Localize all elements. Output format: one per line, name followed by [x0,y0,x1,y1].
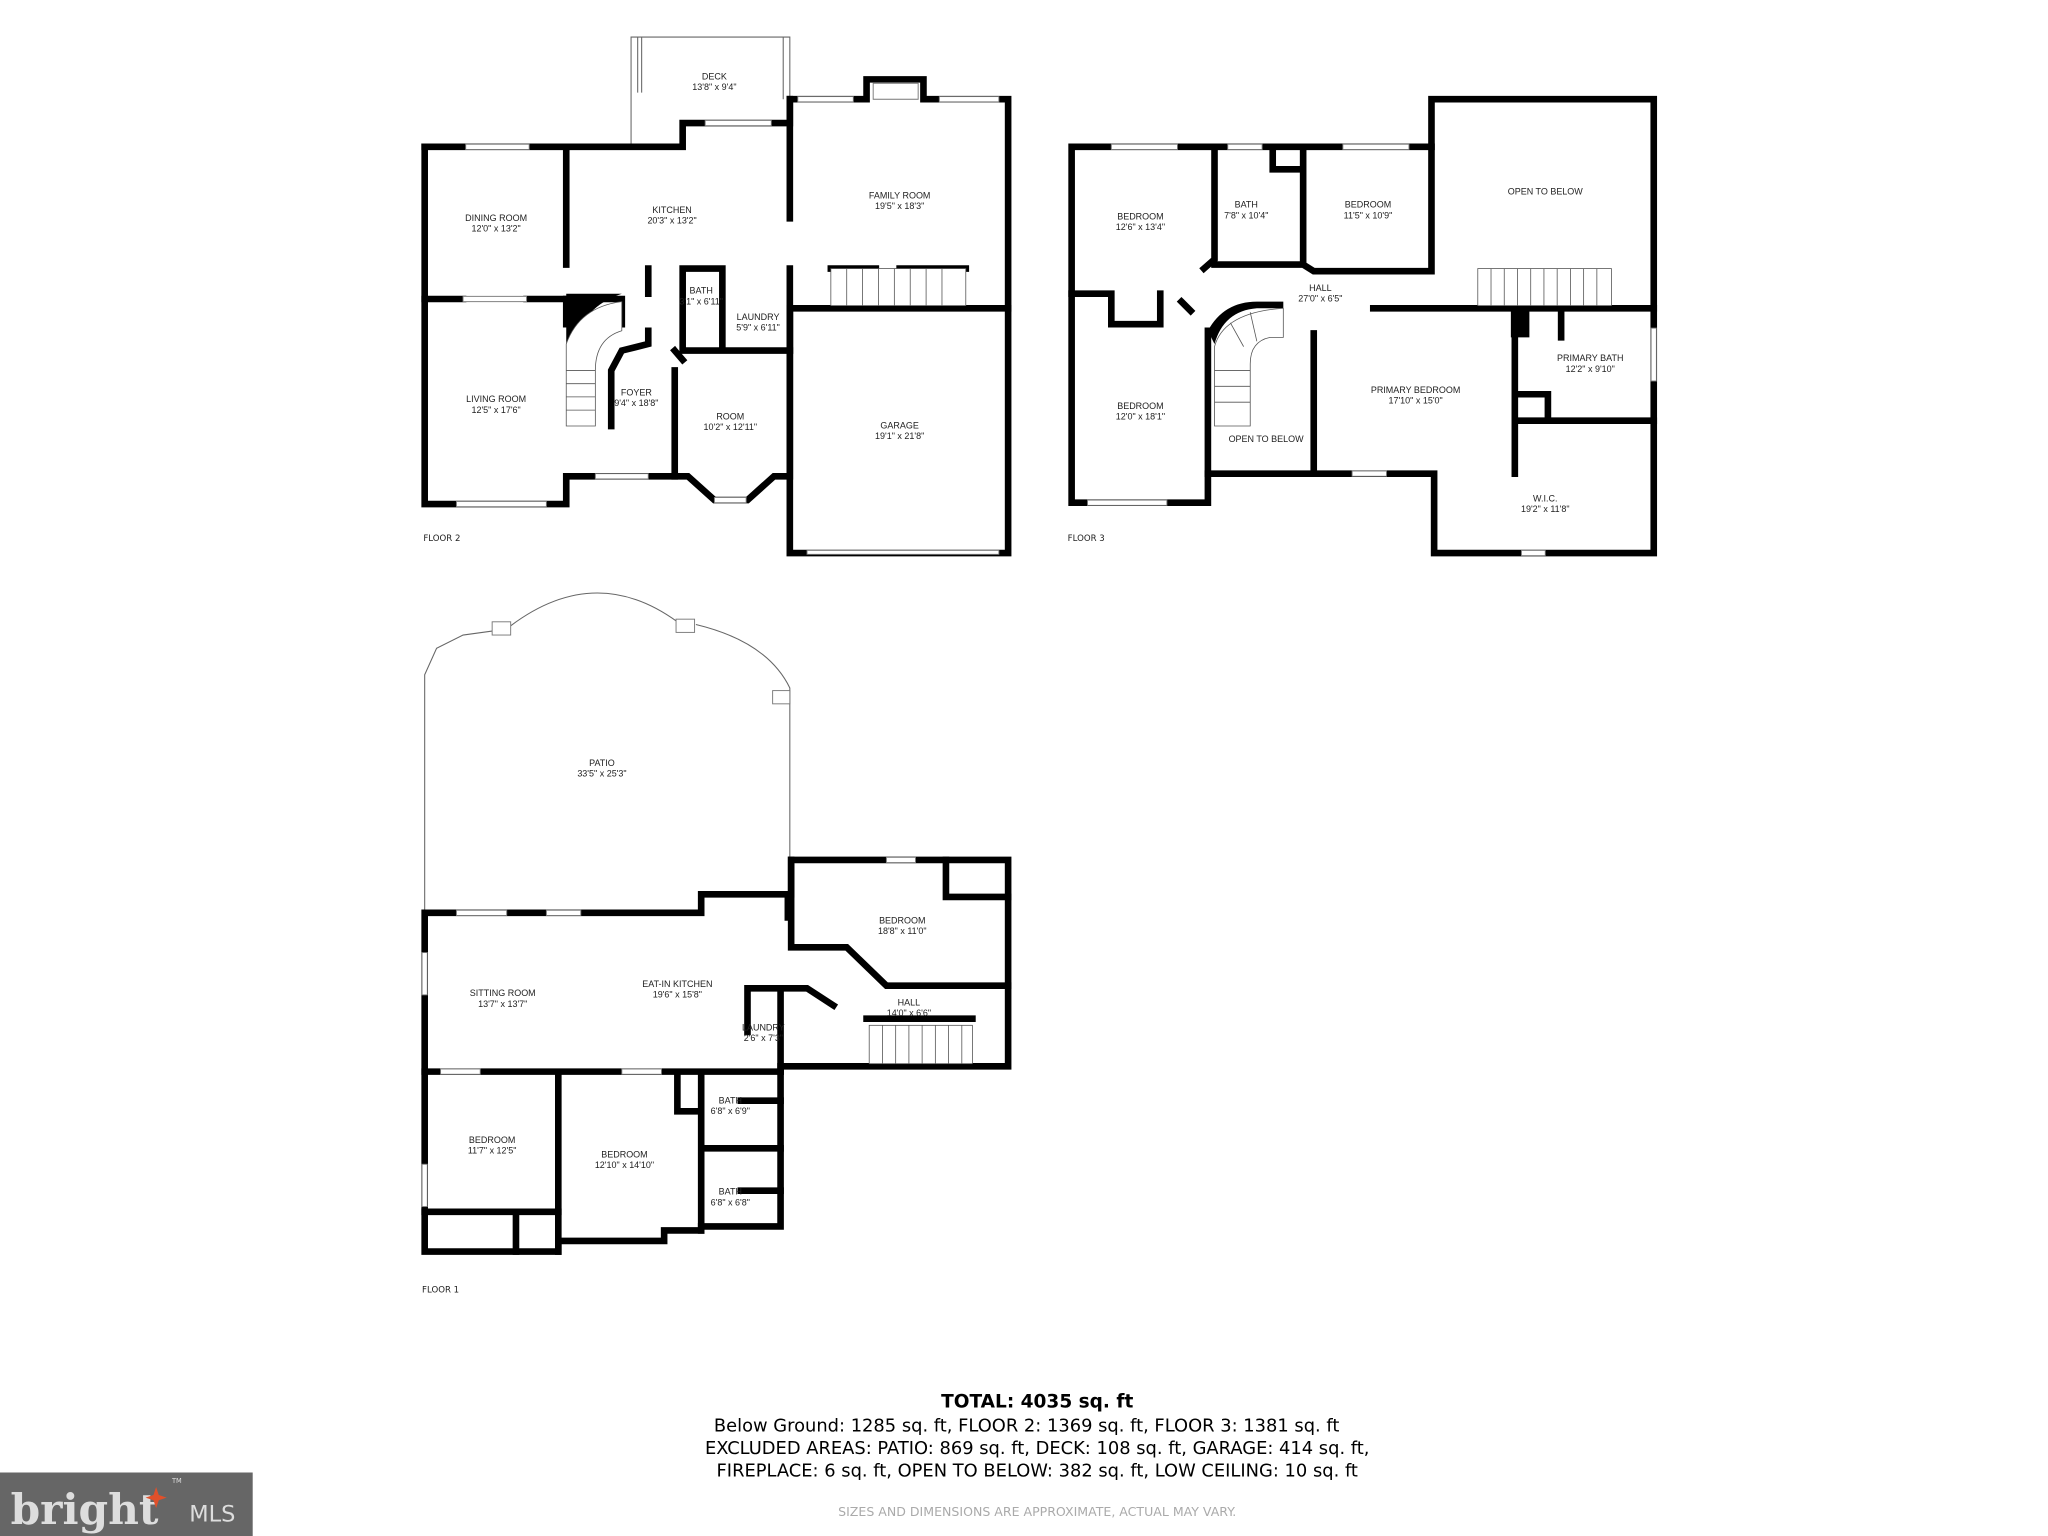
room-name: ROOM [716,411,744,421]
room-name: DECK [702,71,727,81]
room-dims: 33'5" x 25'3" [577,769,626,779]
staircases [565,268,967,427]
logo-trademark: TM [171,1477,182,1485]
room-name: OPEN TO BELOW [1229,434,1305,444]
area-summary: TOTAL: 4035 sq. ft Below Ground: 1285 sq… [705,1392,1370,1519]
room-name: OPEN TO BELOW [1508,186,1584,196]
room-dims: 10'2" x 12'11" [703,422,757,432]
floor-1-plan: PATIO 33'5" x 25'3" BEDROOM 18'8" x 11'0… [421,592,1012,1296]
room-name: LAUNDRY [742,1023,785,1033]
room-name: FOYER [621,388,652,398]
windows [455,82,1000,555]
room-name: PRIMARY BATH [1557,353,1623,363]
room-name: LIVING ROOM [466,394,526,404]
deck-outline [630,36,791,147]
room-dims: 19'6" x 15'8" [653,990,702,1000]
room-name: PRIMARY BEDROOM [1371,385,1461,395]
room-dims: 19'2" x 11'8" [1521,504,1570,514]
windows [421,856,916,1208]
room-name: FAMILY ROOM [869,190,931,200]
room-name: BEDROOM [1117,212,1163,222]
room-dims: 6'8" x 6'9" [711,1106,750,1116]
patio-outline [424,592,791,913]
room-dims: 9'4" x 18'8" [614,398,658,408]
floor-label: FLOOR 2 [423,534,460,544]
room-dims: 18'8" x 11'0" [878,926,927,936]
room-dims: 6'8" x 6'8" [711,1197,750,1207]
logo-star-icon [145,1487,167,1509]
room-name: LAUNDRY [737,312,780,322]
room-dims: 19'5" x 18'3" [875,201,924,211]
room-dims: 17'10" x 15'0" [1388,396,1442,406]
room-name: BEDROOM [1117,401,1163,411]
room-dims: 12'0" x 13'2" [471,224,520,234]
room-name: BATH [690,286,713,296]
room-dims: 20'3" x 13'2" [647,216,696,226]
room-dims: 19'1" x 21'8" [875,431,924,441]
room-labels: PATIO 33'5" x 25'3" BEDROOM 18'8" x 11'0… [468,758,931,1207]
room-labels: BEDROOM 12'6" x 13'4" BATH 7'8" x 10'4" … [1116,186,1624,514]
interior-walls [1068,143,1658,477]
room-dims: 11'5" x 10'9" [1344,210,1393,220]
room-name: SITTING ROOM [470,988,536,998]
interior-walls [421,856,1012,1255]
floor-label: FLOOR 3 [1068,534,1105,544]
room-dims: 12'2" x 9'10" [1566,364,1615,374]
room-name: GARAGE [880,421,918,431]
disclaimer: SIZES AND DIMENSIONS ARE APPROXIMATE, AC… [838,1504,1236,1519]
room-name: PATIO [589,758,615,768]
exterior-walls [421,76,1012,557]
room-dims: 12'5" x 17'6" [471,405,520,415]
room-dims: 11'7" x 12'5" [468,1146,517,1156]
room-name: BATH [719,1095,742,1105]
room-name: HALL [1309,283,1331,293]
room-name: KITCHEN [652,205,691,215]
room-dims: 3'1" x 6'11" [679,296,723,306]
room-name: BEDROOM [879,915,925,925]
windows [1087,143,1657,557]
room-name: BEDROOM [1345,200,1391,210]
room-name: HALL [898,997,920,1007]
room-dims: 13'7" x 13'7" [478,999,527,1009]
excluded-areas-continued: FIREPLACE: 6 sq. ft, OPEN TO BELOW: 382 … [717,1460,1358,1481]
room-dims: 14'0" x 6'6" [887,1008,931,1018]
floor-2-plan: DECK 13'8" x 9'4" DINING ROOM 12'0" x 13… [421,36,1012,557]
interior-walls [421,143,1012,480]
staircases [1214,268,1612,427]
room-dims: 7'8" x 10'4" [1224,210,1268,220]
room-dims: 5'9" x 6'11" [736,323,780,333]
floor-3-plan: BEDROOM 12'6" x 13'4" BATH 7'8" x 10'4" … [1068,95,1658,557]
bright-mls-logo: bright TM MLS [0,1472,253,1536]
room-dims: 2'6" x 7'3" [744,1033,783,1043]
fireplace-icon [872,82,919,100]
floor-label: FLOOR 1 [422,1286,459,1296]
room-dims: 13'8" x 9'4" [692,82,736,92]
staircases [868,1024,973,1065]
logo-suffix: MLS [189,1501,235,1527]
room-dims: 12'0" x 18'1" [1116,411,1165,421]
total-area: TOTAL: 4035 sq. ft [941,1392,1133,1413]
room-name: W.I.C. [1533,493,1557,503]
room-labels: DECK 13'8" x 9'4" DINING ROOM 12'0" x 13… [465,71,930,441]
room-name: BEDROOM [601,1150,647,1160]
room-dims: 27'0" x 6'5" [1298,294,1342,304]
excluded-areas: EXCLUDED AREAS: PATIO: 869 sq. ft, DECK:… [705,1438,1370,1459]
room-dims: 12'10" x 14'10" [595,1160,654,1170]
floor-areas: Below Ground: 1285 sq. ft, FLOOR 2: 1369… [714,1415,1340,1436]
logo-brand: bright [11,1484,159,1534]
room-dims: 12'6" x 13'4" [1116,222,1165,232]
room-name: DINING ROOM [465,213,527,223]
room-name: EAT-IN KITCHEN [642,979,712,989]
room-name: BATH [719,1187,742,1197]
room-name: BATH [1235,200,1258,210]
room-name: BEDROOM [469,1135,515,1145]
